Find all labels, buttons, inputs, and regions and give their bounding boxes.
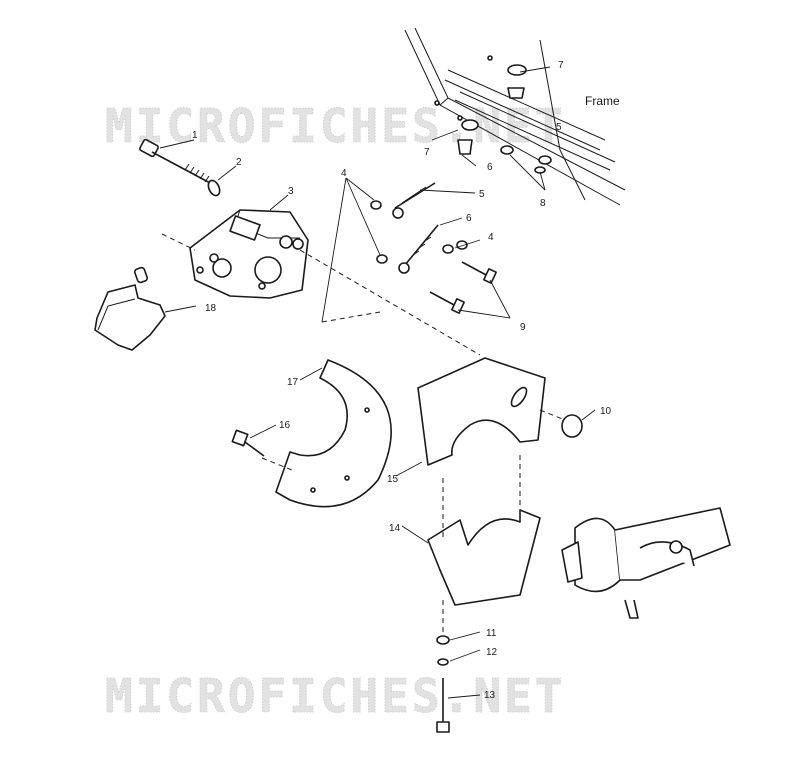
callout-14: 14 — [389, 523, 401, 534]
callout-7: 7 — [558, 60, 564, 71]
link-rod — [398, 224, 439, 274]
bolt-icon — [429, 291, 465, 314]
brake-disc-guard — [275, 359, 392, 508]
mounting-bracket — [427, 509, 541, 606]
axle-clamp — [561, 541, 583, 583]
callout-6: 6 — [466, 213, 472, 224]
washer-icon — [436, 635, 450, 645]
bolt-part-1 — [139, 138, 213, 185]
brake-caliper — [189, 209, 309, 299]
callout-12: 12 — [486, 647, 498, 658]
callout-4-right: 4 — [488, 232, 494, 243]
callout-5-frame: 5 — [556, 122, 562, 133]
callout-5: 5 — [479, 189, 485, 200]
bolt-icon — [436, 678, 450, 733]
callout-16: 16 — [279, 420, 291, 431]
bolt-icon — [461, 261, 497, 284]
callout-4: 4 — [341, 168, 347, 179]
washer-icon — [370, 200, 382, 210]
callout-6-frame: 6 — [487, 162, 493, 173]
assembly-lines — [161, 233, 566, 632]
callout-17: 17 — [287, 377, 299, 388]
callout-15: 15 — [387, 474, 399, 485]
bushing — [561, 414, 583, 438]
callout-10: 10 — [600, 406, 612, 417]
frame-fasteners — [434, 55, 552, 174]
watermark-top: MICROFICHES.NET — [105, 99, 565, 153]
washer-icon — [207, 179, 221, 197]
washer-icon — [507, 64, 527, 76]
bolt-icon — [231, 429, 265, 457]
washer-icon — [376, 254, 388, 264]
bolt-icon — [457, 139, 473, 155]
callout-9: 9 — [520, 322, 526, 333]
frame-structure — [404, 27, 626, 206]
callout-18: 18 — [205, 303, 217, 314]
callout-13: 13 — [484, 690, 496, 701]
washer-icon — [442, 244, 454, 254]
callout-1: 1 — [192, 130, 198, 141]
frame-label: Frame — [585, 94, 620, 108]
callout-8: 8 — [540, 198, 546, 209]
callout-2: 2 — [236, 157, 242, 168]
callout-7-lower: 7 — [424, 147, 430, 158]
washer-icon — [437, 658, 449, 666]
watermark-bottom: MICROFICHES.NET — [105, 669, 565, 723]
mounting-bracket — [417, 357, 546, 466]
callout-3: 3 — [288, 186, 294, 197]
brake-pad — [94, 266, 166, 351]
link-rod — [392, 182, 436, 219]
leader-lines — [159, 66, 596, 699]
callout-11: 11 — [486, 628, 497, 639]
axle-housing — [561, 507, 731, 619]
washer-icon — [461, 119, 479, 131]
bolt-icon — [507, 87, 525, 99]
